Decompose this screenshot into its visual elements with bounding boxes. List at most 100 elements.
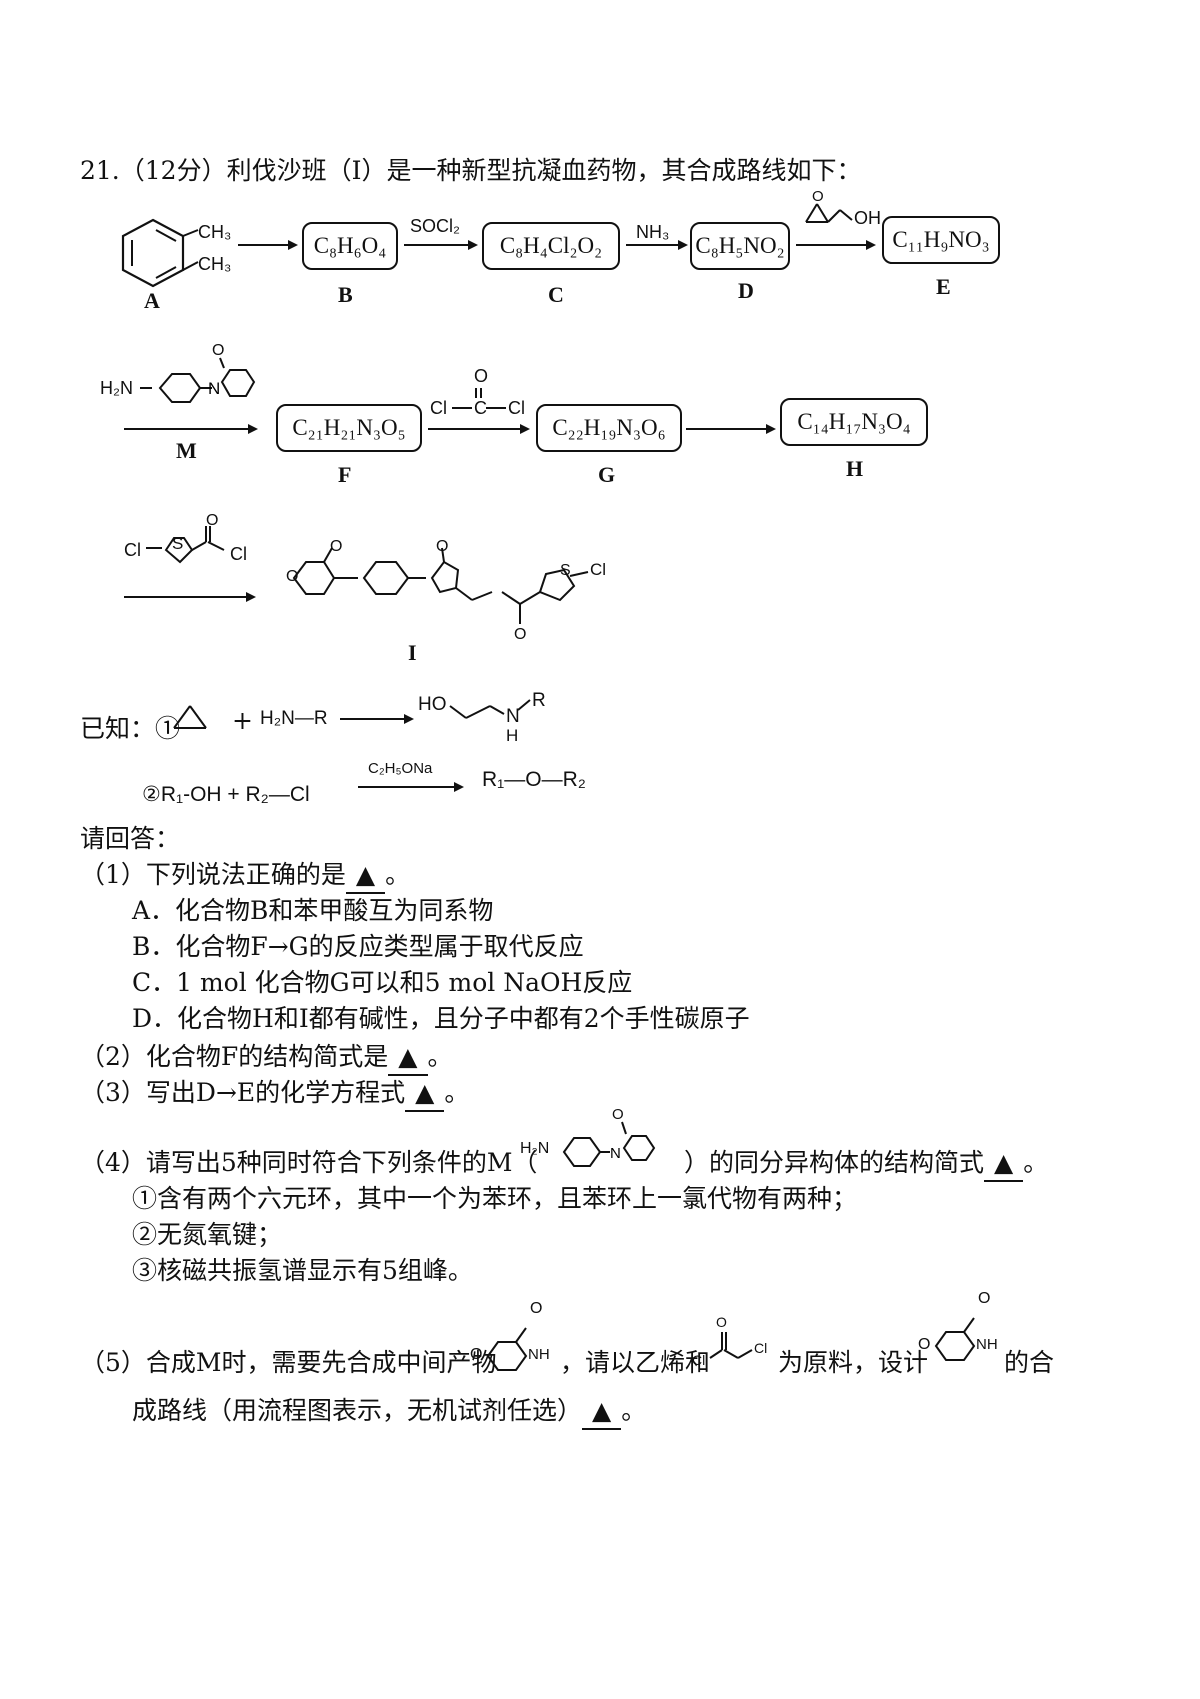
ch3-top: CH₃: [198, 222, 232, 242]
q2-line: （2）化合物F的结构简式是▲。: [80, 1040, 453, 1076]
q5-end: 。: [621, 1396, 647, 1425]
q5-part1: （5）合成M时，需要先合成中间产物: [80, 1348, 497, 1377]
label-m: M: [176, 438, 197, 463]
compound-f-box: C₂₁H₂₁N₃O₅: [276, 404, 422, 452]
q1-stem: （1）下列说法正确的是: [80, 860, 346, 889]
q1-end: 。: [385, 860, 411, 889]
known-plus: +: [232, 706, 253, 735]
q4-blank[interactable]: ▲: [984, 1146, 1024, 1182]
known-product-chain: [449, 699, 531, 719]
known-product-r: R: [532, 690, 546, 711]
arrow-e-f: [124, 424, 258, 434]
reagent-socl2: SOCl₂: [410, 216, 460, 236]
i-morph-carbonyl-o: O: [330, 538, 343, 555]
phosgene-cl-left: Cl: [430, 398, 447, 418]
label-c: C: [548, 282, 564, 307]
compound-b-box: C₈H₆O₄: [302, 222, 398, 270]
q5-morpholinone-2: [934, 1317, 976, 1361]
svg-text:N: N: [208, 379, 220, 398]
arrow-d-e: [796, 240, 876, 250]
q2-blank[interactable]: ▲: [388, 1040, 428, 1076]
q5-m1-o: O: [470, 1346, 483, 1363]
compound-a-structure: [121, 218, 199, 288]
q5-morpholinone-1: [486, 1327, 528, 1371]
q5-chloroacetyl-structure: [709, 1332, 753, 1359]
known-amine: H₂N—R: [260, 708, 328, 729]
q1-blank[interactable]: ▲: [345, 858, 386, 894]
phosgene-c: C: [474, 398, 487, 418]
q5-reagent-o: O: [716, 1314, 727, 1330]
label-b: B: [338, 282, 353, 307]
reagent-nh3: NH₃: [636, 222, 670, 242]
compound-i-structure: [292, 547, 589, 624]
svg-text:N: N: [610, 1145, 621, 1162]
q4-m-o: O: [612, 1106, 624, 1123]
q3-blank[interactable]: ▲: [405, 1076, 445, 1112]
q5-blank[interactable]: ▲: [582, 1394, 622, 1430]
thiophene-acyl-cl: Cl: [230, 544, 247, 564]
q4-condition-2: ②无氮氧键；: [132, 1220, 283, 1249]
compound-h-box: C₁₄H₁₇N₃O₄: [780, 398, 928, 446]
q4-end: 。: [1023, 1148, 1049, 1177]
q5-m1-carbonyl-o: O: [530, 1300, 543, 1317]
label-h: H: [846, 456, 864, 481]
label-d: D: [738, 278, 754, 303]
arrow-g-h: [686, 424, 776, 434]
compound-g-box: C₂₂H₁₉N₃O₆: [536, 404, 682, 452]
known-second-product: R₁—O—R₂: [482, 768, 586, 791]
q5-line2: 成路线（用流程图表示，无机试剂任选）▲。: [132, 1394, 646, 1430]
q2-stem: （2）化合物F的结构简式是: [80, 1042, 389, 1071]
label-a: A: [144, 288, 160, 313]
q4-stem-a: （4）请写出5种同时符合下列条件的M（: [80, 1148, 538, 1177]
q1-option-d: D．化合物H和I都有碱性，且分子中都有2个手性碳原子: [132, 1004, 750, 1033]
known-second-reactants: ②R₁-OH + R₂—Cl: [142, 783, 310, 806]
q1-option-a: A．化合物B和苯甲酸互为同系物: [132, 896, 494, 925]
i-morph-o: O: [286, 568, 299, 585]
m-h2n: H₂N: [100, 378, 133, 398]
q5-part3: 为原料，设计: [778, 1348, 929, 1377]
known-prefix: 已知：①: [80, 714, 181, 743]
q1-line: （1）下列说法正确的是▲。: [80, 858, 410, 894]
label-i: I: [408, 640, 417, 665]
arrow-a-b: [238, 240, 298, 250]
ch3-bottom: CH₃: [198, 254, 232, 274]
q5-m2-nh: NH: [976, 1336, 998, 1353]
compound-c-box: C₈H₄Cl₂O₂: [482, 222, 620, 270]
i-oxaz-carbonyl-o: O: [436, 538, 449, 555]
q5-m2-carbonyl-o: O: [978, 1290, 991, 1307]
q1-option-c: C．1 mol 化合物G可以和5 mol NaOH反应: [132, 968, 633, 997]
known-product-ho: HO: [418, 694, 447, 715]
thiophene-s: S: [172, 534, 184, 553]
q5-part4: 的合: [1004, 1348, 1055, 1377]
q5-part2: ，请以乙烯和: [560, 1348, 711, 1377]
q3-stem: （3）写出D→E的化学方程式: [80, 1078, 406, 1107]
q4-stem-b: ）的同分异构体的结构简式: [684, 1148, 985, 1177]
i-thiophene-cl: Cl: [590, 560, 607, 579]
thiophene-o: O: [206, 512, 219, 529]
question-header: 21.（12分）利伐沙班（I）是一种新型抗凝血药物，其合成路线如下：: [80, 156, 862, 185]
compound-e-box: C₁₁H₉NO₃: [882, 216, 1000, 264]
phosgene-o: O: [474, 366, 489, 386]
i-amide-o: O: [514, 626, 527, 643]
known-catalyst: C₂H₅ONa: [368, 760, 433, 777]
reagent-oh: OH: [854, 208, 881, 228]
phosgene-bonds: [452, 388, 506, 409]
q2-end: 。: [427, 1042, 453, 1071]
q4-condition-1: ①含有两个六元环，其中一个为苯环，且苯环上一氯代物有两种；: [132, 1184, 858, 1213]
q5-m1-nh: NH: [528, 1346, 550, 1363]
q1-option-b: B．化合物F→G的反应类型属于取代反应: [132, 932, 584, 961]
q5-line2-text: 成路线（用流程图表示，无机试剂任选）: [132, 1396, 583, 1425]
known-arrow-1: [340, 714, 414, 724]
label-g: G: [598, 462, 616, 487]
known-product-n: N: [506, 706, 520, 727]
epoxide-o: O: [812, 188, 824, 205]
q3-end: 。: [444, 1078, 470, 1107]
q4-condition-3: ③核磁共振氢谱显示有5组峰。: [132, 1256, 473, 1285]
known-arrow-2: [358, 782, 464, 792]
known-product-h: H: [506, 726, 519, 745]
thiophene-cl: Cl: [124, 540, 141, 560]
q4-m-h2n: H₂N: [520, 1140, 550, 1157]
label-e: E: [936, 274, 951, 299]
q5-reagent-cl-right: Cl: [754, 1340, 768, 1356]
arrow-f-g: [428, 424, 530, 434]
